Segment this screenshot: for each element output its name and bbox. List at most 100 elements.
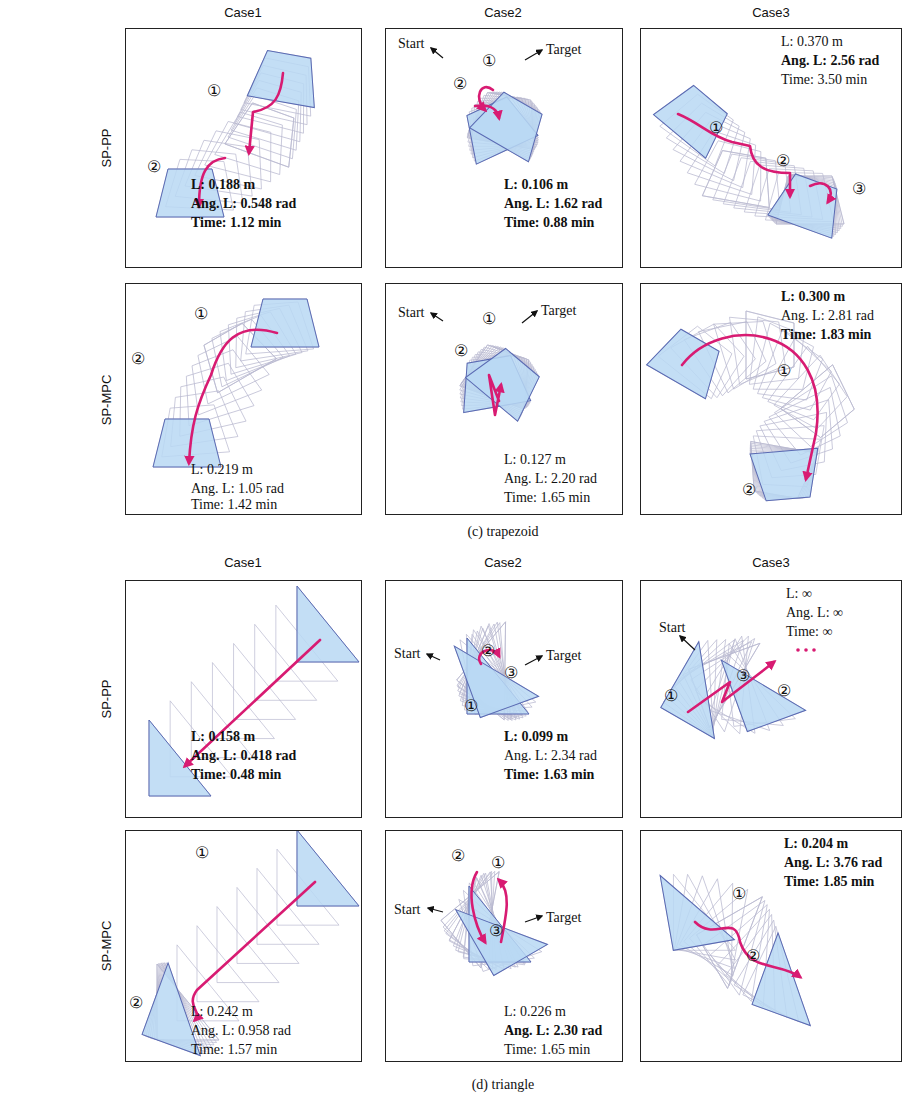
pose-label: Start — [394, 901, 420, 918]
metric-text: Time: 0.48 min — [191, 766, 281, 783]
metric-text: Time: 1.42 min — [191, 496, 277, 513]
metric-text: Ang. L: 2.30 rad — [504, 1022, 602, 1039]
metric-text: Time: 1.65 min — [504, 489, 590, 506]
leader-arrow — [427, 654, 440, 660]
metric-text: Time: ∞ — [786, 623, 832, 640]
callout-number: ③ — [504, 664, 518, 682]
pose-trace — [768, 170, 848, 238]
callout-number: ① — [777, 362, 791, 380]
metric-text: Time: 1.65 min — [504, 1041, 590, 1058]
motion-arrow — [688, 662, 774, 712]
subfigure-caption: (d) triangle — [472, 1077, 535, 1093]
ellipsis-dot — [796, 648, 800, 652]
trajectory-panel-art — [427, 622, 553, 721]
pose-label: Start — [394, 645, 420, 662]
motion-arrow — [185, 640, 320, 766]
metric-text: L: 0.106 m — [504, 176, 568, 193]
object-pose — [721, 639, 805, 732]
callout-number: ③ — [736, 667, 750, 685]
pose-trace — [185, 138, 259, 196]
metric-text: Time: 3.50 min — [781, 71, 867, 88]
result-panel: ①②L: 0.219 mAng. L: 1.05 radTime: 1.42 m… — [125, 283, 362, 515]
column-header: Case3 — [752, 5, 790, 20]
motion-arrow — [489, 375, 501, 415]
row-label: SP-PP — [99, 128, 114, 167]
result-panel: StartTarget①②L: 0.127 mAng. L: 2.20 radT… — [385, 283, 623, 515]
result-panel: L: 0.204 mAng. L: 3.76 radTime: 1.85 min… — [640, 830, 902, 1062]
trajectory-panel-art — [156, 48, 323, 217]
callout-number: ② — [453, 75, 467, 93]
pose-trace — [297, 586, 359, 662]
callout-number: ② — [131, 350, 145, 368]
callout-number: ② — [451, 847, 465, 865]
metric-text: L: 0.099 m — [504, 728, 568, 745]
callout-number: ② — [129, 994, 143, 1012]
metric-text: Ang. L: 1.62 rad — [504, 195, 602, 212]
metric-text: Time: 1.12 min — [191, 214, 281, 231]
object-pose — [297, 586, 359, 662]
motion-arrow — [678, 114, 790, 196]
callout-number: ① — [482, 52, 496, 70]
callout-number: ① — [482, 310, 496, 328]
metric-text: Ang. L: 2.34 rad — [504, 747, 597, 764]
ellipsis-dot — [804, 648, 808, 652]
callout-number: ① — [207, 82, 221, 100]
leader-arrow — [525, 656, 542, 665]
trajectory-panel-art — [661, 636, 816, 738]
pose-trace — [205, 118, 283, 181]
object-pose — [660, 865, 734, 951]
callout-number: ② — [776, 152, 790, 170]
pose-trace — [197, 926, 259, 1002]
result-panel: StartTarget①②L: 0.106 mAng. L: 1.62 radT… — [385, 28, 623, 268]
trajectory-panel-art — [431, 311, 548, 421]
callout-number: ① — [491, 854, 505, 872]
pose-label: Target — [541, 302, 576, 319]
leader-arrow — [525, 916, 542, 922]
callout-number: ① — [464, 697, 478, 715]
metric-text: L: 0.226 m — [504, 1003, 566, 1020]
column-header: Case3 — [752, 555, 790, 570]
object-pose — [456, 879, 548, 976]
pose-trace — [752, 933, 836, 1026]
metric-text: Time: 1.83 min — [781, 326, 871, 343]
pose-trace — [456, 879, 548, 976]
pose-trace — [191, 682, 253, 758]
leader-arrow — [431, 313, 443, 321]
row-label: SP-MPC — [99, 375, 114, 426]
leader-arrow — [522, 311, 537, 323]
ellipsis-dot — [812, 648, 816, 652]
callout-number: ③ — [489, 922, 503, 940]
pose-trace — [215, 109, 294, 175]
pose-label: Start — [398, 304, 424, 321]
callout-number: ① — [709, 119, 723, 137]
callout-number: ② — [454, 342, 468, 360]
metric-text: L: 0.219 m — [191, 461, 253, 478]
pose-trace — [175, 360, 254, 426]
column-header: Case2 — [484, 5, 522, 20]
result-panel: ② ① Start ③ Target L: 0.226 m Ang. L: 2.30 rad… — [385, 830, 623, 1062]
motion-arrow — [193, 882, 315, 1020]
trajectory-panel-art — [431, 48, 552, 164]
subfigure-caption: (c) trapezoid — [467, 524, 538, 540]
pose-label: Target — [546, 41, 581, 58]
metric-text: Time: 1.85 min — [784, 873, 874, 890]
metric-text: Ang. L: 0.958 rad — [191, 1022, 291, 1039]
metric-text: Time: 1.57 min — [191, 1041, 277, 1058]
metric-text: Ang. L: 0.548 rad — [191, 195, 296, 212]
result-panel: L: ∞Ang. L: ∞Time: ∞Start③②① — [640, 580, 902, 818]
result-panel: StartTarget②③①L: 0.099 mAng. L: 2.34 rad… — [385, 580, 623, 818]
column-header: Case1 — [224, 555, 262, 570]
metric-text: Ang. L: ∞ — [786, 604, 843, 621]
pose-trace — [660, 865, 734, 951]
object-pose — [768, 170, 848, 238]
callout-number: ② — [147, 158, 161, 176]
motion-arrow — [475, 106, 499, 119]
motion-arrow — [189, 330, 277, 463]
pose-trace — [297, 830, 359, 906]
trajectory-panel-art — [153, 299, 319, 467]
metric-text: L: 0.300 m — [781, 288, 845, 305]
leader-arrow — [428, 908, 443, 912]
metric-text: Ang. L: 2.56 rad — [781, 52, 879, 69]
pose-label: Target — [546, 909, 581, 926]
